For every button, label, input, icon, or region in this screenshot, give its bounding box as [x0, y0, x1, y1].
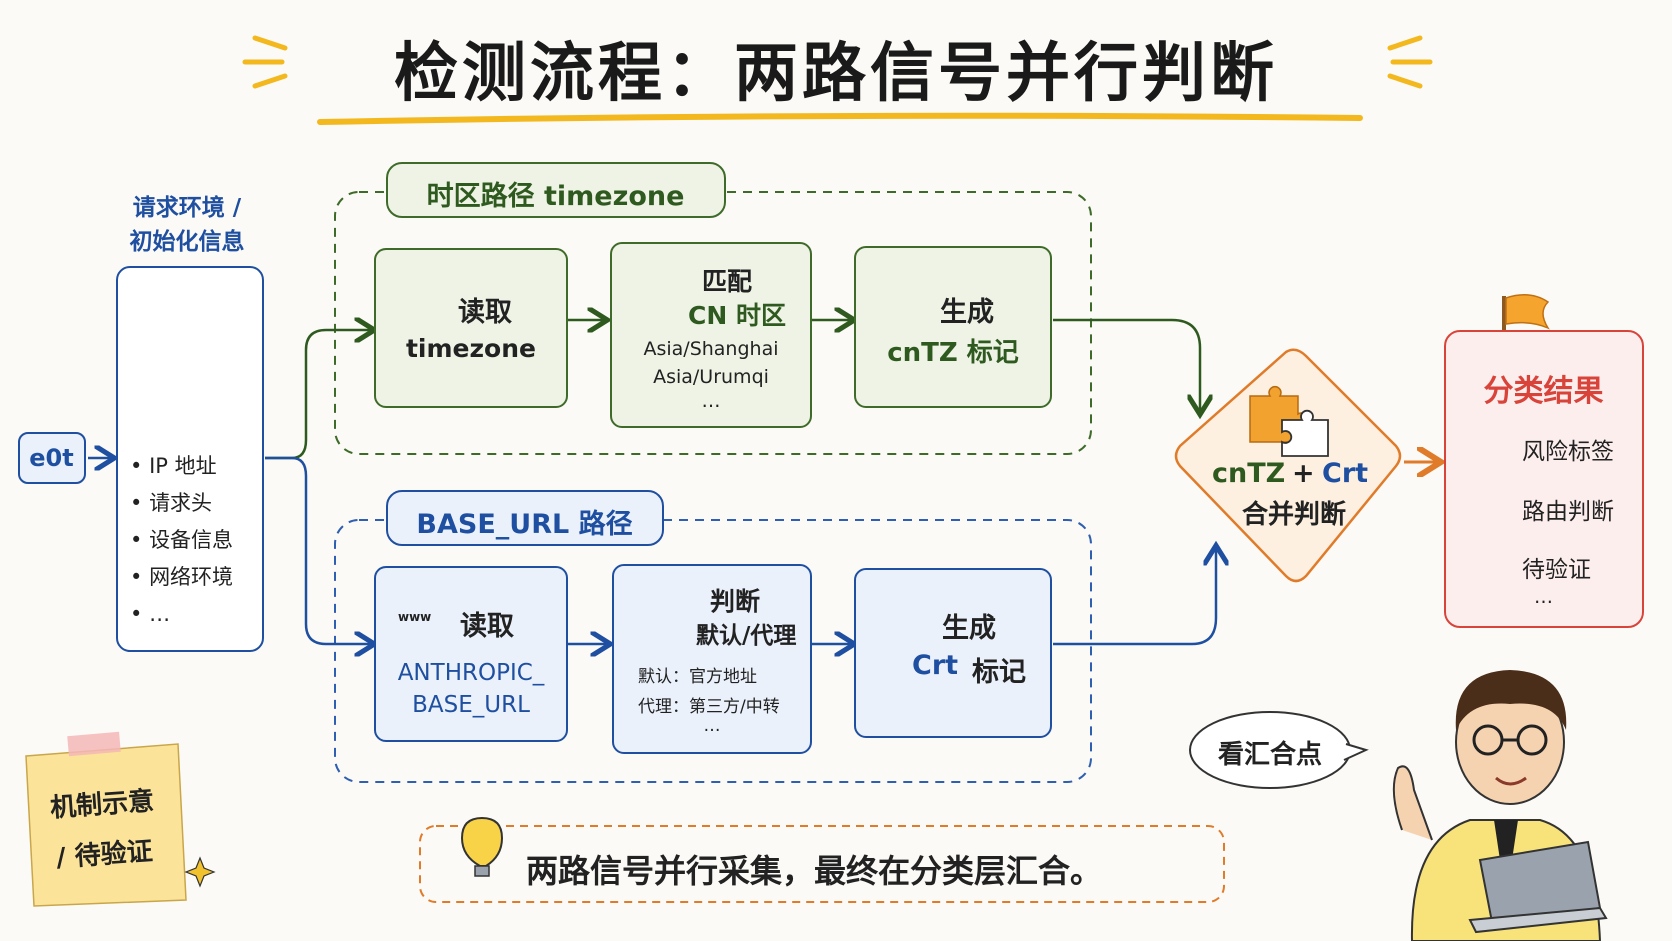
url-step1-line1: 读取 — [460, 611, 514, 642]
bullet-icon: • — [130, 602, 150, 626]
tz-step2-example3: … — [701, 390, 721, 412]
lightbulb-icon — [460, 816, 504, 877]
env-list-item-label: IP 地址 — [149, 454, 217, 478]
puzzle-icon — [1249, 386, 1329, 457]
env-list-item: • 网络环境 — [130, 559, 260, 596]
url-step1-line3: BASE_URL — [412, 692, 530, 718]
timezone-branch-label-box: 时区路径 timezone — [386, 162, 726, 218]
bottom-note-frame — [419, 825, 1225, 903]
url-step3-line2b: 标记 — [972, 657, 1026, 688]
title-underline — [317, 112, 1363, 125]
url-step3-line2a: Crt — [912, 650, 959, 681]
url-step1-box: www 读取 ANTHROPIC_ BASE_URL — [374, 566, 568, 742]
url-step3-line1: 生成 — [942, 613, 996, 644]
url-step2-line2: 默认/代理 — [696, 623, 797, 649]
arrow-env-to-baseurl — [265, 456, 372, 644]
bullet-icon: • — [130, 565, 150, 589]
result-more: … — [1534, 586, 1553, 608]
env-list-item: • 设备信息 — [130, 522, 260, 559]
input-node: e0t — [18, 432, 86, 484]
env-list-item: • IP 地址 — [130, 448, 260, 485]
env-list-item-label: 请求头 — [149, 491, 213, 515]
env-box: • IP 地址• 请求头• 设备信息• 网络环境• … — [116, 266, 264, 652]
env-list-item: • … — [130, 596, 260, 633]
tz-step2-line1: 匹配 — [702, 267, 753, 296]
input-label: e0t — [29, 444, 74, 472]
url-step3-box: 生成 Crt 标记 — [854, 568, 1052, 738]
env-list-item: • 请求头 — [130, 485, 260, 522]
sticky-note — [25, 731, 216, 907]
note-line2: / 待验证 — [55, 836, 154, 874]
env-list-item-label: 设备信息 — [149, 528, 234, 552]
baseurl-branch-label-box: BASE_URL 路径 — [386, 490, 664, 546]
bullet-icon: • — [130, 528, 150, 552]
env-item-list: • IP 地址• 请求头• 设备信息• 网络环境• … — [130, 448, 260, 633]
speech-text: 看汇合点 — [1217, 740, 1322, 770]
merge-line1-c: Crt — [1322, 458, 1369, 489]
bullet-icon: • — [130, 491, 150, 515]
arrow-cntz-to-merge — [1053, 318, 1200, 412]
browser-icon-text: www — [398, 610, 432, 624]
sparkle-icon — [184, 856, 216, 888]
bullet-icon: • — [130, 454, 150, 478]
tz-step2-example1: Asia/Shanghai — [643, 338, 779, 360]
env-caption-line2: 初始化信息 — [129, 229, 245, 255]
timezone-branch-label: 时区路径 timezone — [426, 181, 685, 212]
env-list-item-label: 网络环境 — [149, 565, 234, 589]
baseurl-group-frame — [334, 519, 1092, 783]
tz-step3-box: 生成 cnTZ 标记 — [854, 246, 1052, 408]
result-item-routing: 路由判断 — [1522, 499, 1614, 525]
tz-step2-example2: Asia/Urumqi — [653, 366, 769, 388]
merge-line2: 合并判断 — [1241, 500, 1346, 530]
result-title: 分类结果 — [1483, 374, 1604, 409]
url-step2-line1: 判断 — [710, 587, 761, 616]
result-card: 分类结果 风险标签 路由判断 待验证 … — [1444, 330, 1644, 628]
tz-step2-line2: CN 时区 — [688, 301, 786, 330]
url-step2-example3: … — [703, 716, 721, 736]
tz-step3-line1: 生成 — [940, 297, 994, 328]
merge-line1-a: cnTZ — [1212, 458, 1286, 489]
result-item-verify: 待验证 — [1522, 557, 1591, 583]
baseurl-branch-label: BASE_URL 路径 — [416, 509, 633, 540]
env-list-item-label: … — [149, 602, 171, 626]
url-step2-example2: 代理：第三方/中转 — [638, 697, 780, 717]
arrow-crt-to-merge — [1053, 548, 1216, 646]
merge-line1-b: + — [1292, 458, 1315, 489]
tz-step2-box: 匹配 CN 时区 Asia/Shanghai Asia/Urumqi … — [610, 242, 812, 428]
tz-step1-box: 读取 timezone — [374, 248, 568, 408]
bottom-note-text: 两路信号并行采集，最终在分类层汇合。 — [526, 852, 1103, 890]
presenter-character-icon — [1392, 670, 1608, 941]
merge-diamond — [1174, 348, 1402, 583]
arrow-env-to-timezone — [265, 330, 372, 460]
title-sparkle-left-icon — [242, 35, 288, 89]
env-caption-line1: 请求环境 / — [132, 195, 242, 221]
title-sparkle-right-icon — [1387, 35, 1433, 89]
page-title: 检测流程：两路信号并行判断 — [394, 37, 1278, 111]
tz-step1-line1: 读取 — [458, 297, 512, 328]
speech-bubble — [1189, 711, 1369, 789]
url-step1-line2: ANTHROPIC_ — [397, 660, 545, 686]
note-line1: 机制示意 — [49, 786, 156, 824]
url-step2-example1: 默认：官方地址 — [638, 667, 757, 687]
tz-step1-line2: timezone — [405, 334, 536, 363]
tz-step3-line2: cnTZ 标记 — [887, 338, 1019, 368]
result-item-risk: 风险标签 — [1522, 439, 1614, 465]
url-step2-box: 判断 默认/代理 默认：官方地址 代理：第三方/中转 … — [612, 564, 812, 754]
